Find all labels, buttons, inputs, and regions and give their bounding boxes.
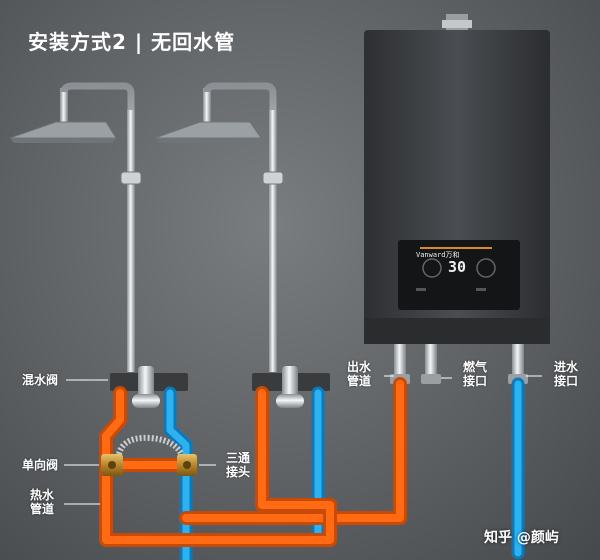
label-gas-line2: 接口 bbox=[462, 374, 487, 388]
label-mixing-valve: 混水阀 bbox=[22, 373, 59, 387]
label-tee-line1: 三通 bbox=[225, 451, 250, 465]
label-gas-line1: 燃气 bbox=[462, 360, 487, 374]
mixing-valve-2 bbox=[252, 366, 330, 408]
label-tee-line2: 接头 bbox=[225, 465, 250, 479]
heater-display: 30 bbox=[448, 258, 467, 276]
shower-set-1 bbox=[9, 82, 142, 372]
check-valve bbox=[101, 454, 123, 476]
water-heater bbox=[364, 14, 550, 384]
label-leaders bbox=[64, 375, 542, 505]
label-outlet-pipe: 出水 管道 bbox=[336, 360, 382, 388]
label-check-valve: 单向阀 bbox=[22, 458, 59, 472]
label-outlet-line1: 出水 bbox=[346, 360, 371, 374]
label-water-inlet: 进水 接口 bbox=[544, 360, 588, 388]
label-hot-pipe-line2: 管道 bbox=[29, 502, 54, 516]
watermark: 知乎 @颜屿 bbox=[484, 530, 559, 546]
label-gas-inlet: 燃气 接口 bbox=[453, 360, 497, 388]
tee-joint bbox=[177, 454, 197, 476]
diagram-title: 安装方式2 | 无回水管 bbox=[28, 30, 236, 54]
label-inlet-line1: 进水 bbox=[553, 360, 578, 374]
label-outlet-line2: 管道 bbox=[346, 374, 371, 388]
shower-set-2 bbox=[154, 82, 284, 372]
label-inlet-line2: 接口 bbox=[553, 374, 578, 388]
label-tee-joint: 三通 接头 bbox=[218, 451, 258, 479]
mixing-valve-1 bbox=[110, 366, 188, 408]
label-hot-pipe: 热水 管道 bbox=[22, 488, 62, 516]
flex-hose bbox=[115, 434, 187, 463]
brand-logo: Vanward万和 bbox=[416, 251, 460, 259]
label-hot-pipe-line1: 热水 bbox=[29, 488, 54, 502]
hot-water-pipe bbox=[99, 377, 407, 547]
